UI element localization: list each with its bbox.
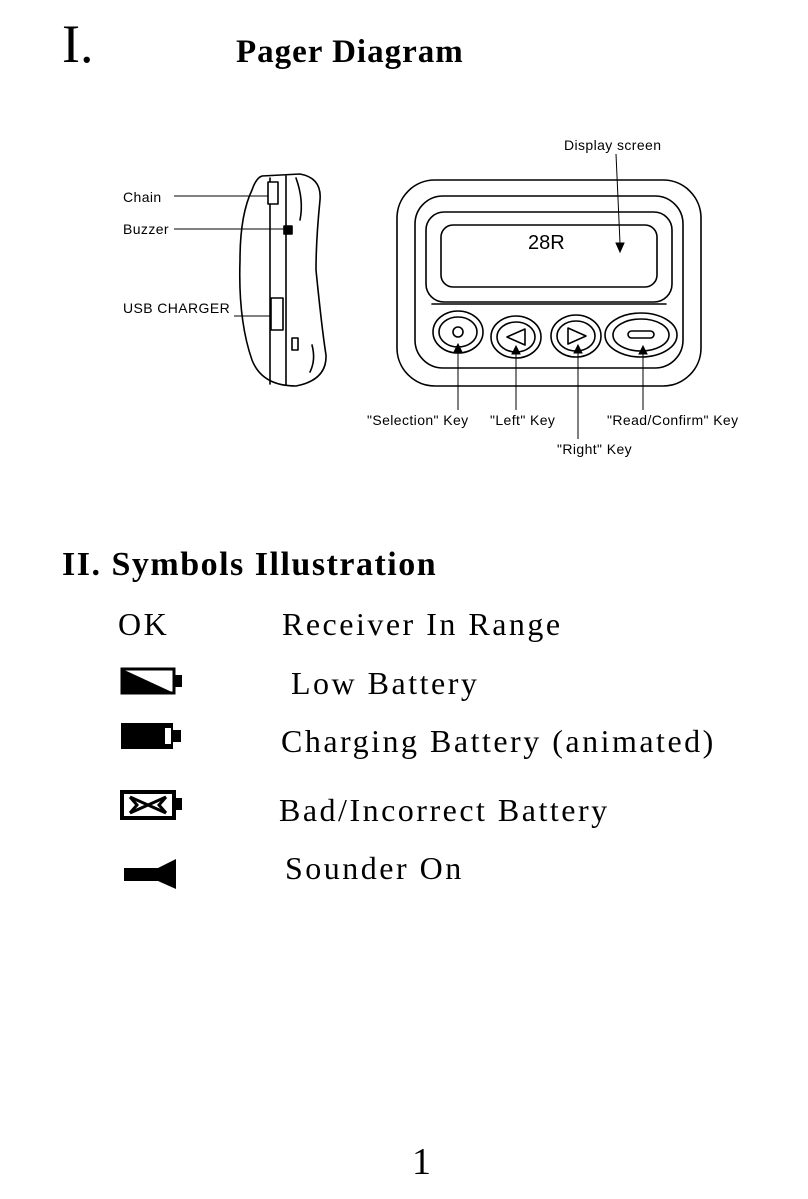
display-screen-label: Display screen <box>564 137 662 153</box>
bad-battery-icon <box>120 790 182 820</box>
section-number: I. <box>62 14 94 74</box>
selection-key-label: "Selection" Key <box>367 412 469 428</box>
sounder-icon <box>124 859 176 889</box>
buzzer-label: Buzzer <box>123 221 169 237</box>
usb-charger-label: USB CHARGER <box>123 300 231 316</box>
ok-indicator-text: OK <box>118 606 170 642</box>
section-title: Pager Diagram <box>236 34 464 70</box>
symbol-label-bad-battery: Bad/Incorrect Battery <box>279 792 610 828</box>
charging-battery-icon <box>121 723 181 749</box>
symbol-label-receiver: Receiver In Range <box>282 606 563 642</box>
pager-side-view <box>238 173 327 387</box>
symbol-label-sounder: Sounder On <box>285 850 464 886</box>
symbols-section-title: II. Symbols Illustration <box>62 546 438 583</box>
read-confirm-key-label: "Read/Confirm" Key <box>607 412 739 428</box>
low-battery-icon <box>120 667 182 695</box>
page-number: 1 <box>412 1141 431 1183</box>
right-key-label: "Right" Key <box>557 441 633 457</box>
screen-text: 28R <box>528 232 565 254</box>
symbol-label-charging: Charging Battery (animated) <box>281 723 716 759</box>
left-key-label: "Left" Key <box>490 412 556 428</box>
pager-front-view <box>396 179 702 387</box>
chain-label: Chain <box>123 189 162 205</box>
symbol-label-low-battery: Low Battery <box>291 665 480 701</box>
